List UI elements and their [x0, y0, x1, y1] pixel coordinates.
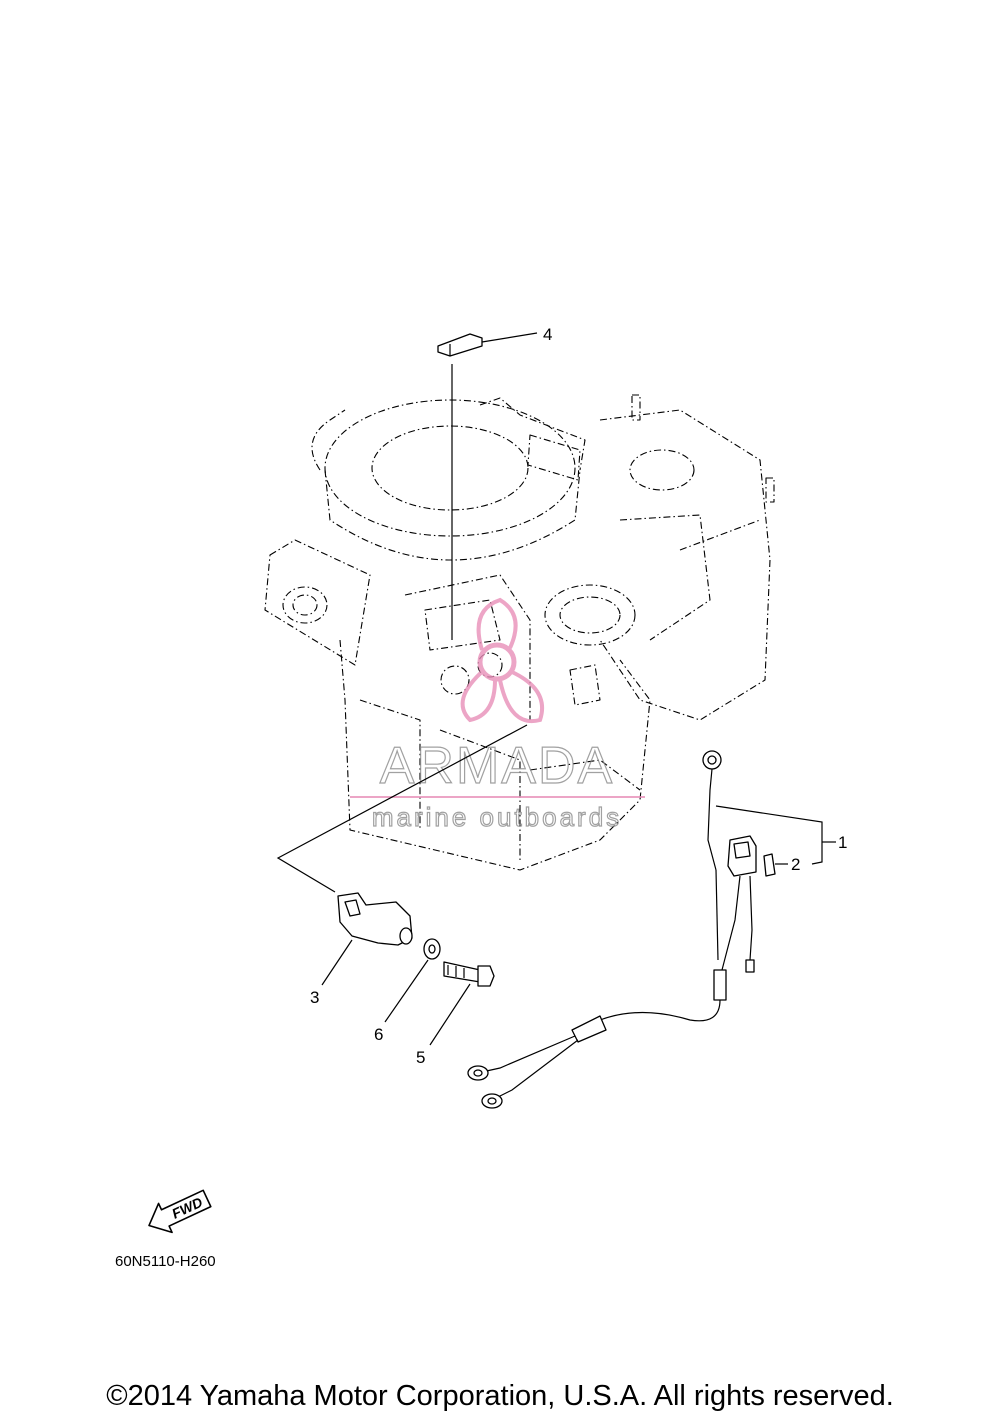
callout-2: 2: [791, 855, 800, 874]
part-1-wire-harness: [467, 750, 836, 1109]
callout-3: 3: [310, 988, 319, 1007]
part-4-clip: [437, 332, 538, 640]
diagram-code: 60N5110-H260: [115, 1253, 216, 1270]
watermark: ARMADA marine outboards: [350, 597, 645, 833]
engine-block-outline: [264, 394, 775, 871]
copyright-notice: ©2014 Yamaha Motor Corporation, U.S.A. A…: [106, 1380, 894, 1412]
watermark-logo-icon: [477, 642, 517, 682]
part-5-bolt: [429, 961, 495, 1046]
callout-6: 6: [374, 1025, 383, 1044]
part-6-washer: [384, 938, 441, 1023]
watermark-tagline: marine outboards: [372, 802, 622, 832]
fwd-arrow-icon: FWD: [148, 1189, 212, 1234]
callout-1: 1: [838, 833, 847, 852]
part-3-bracket: [276, 724, 528, 986]
part-2-fuse: [763, 853, 788, 877]
callout-4: 4: [543, 325, 552, 344]
watermark-brand: ARMADA: [380, 737, 614, 795]
callout-5: 5: [416, 1048, 425, 1067]
